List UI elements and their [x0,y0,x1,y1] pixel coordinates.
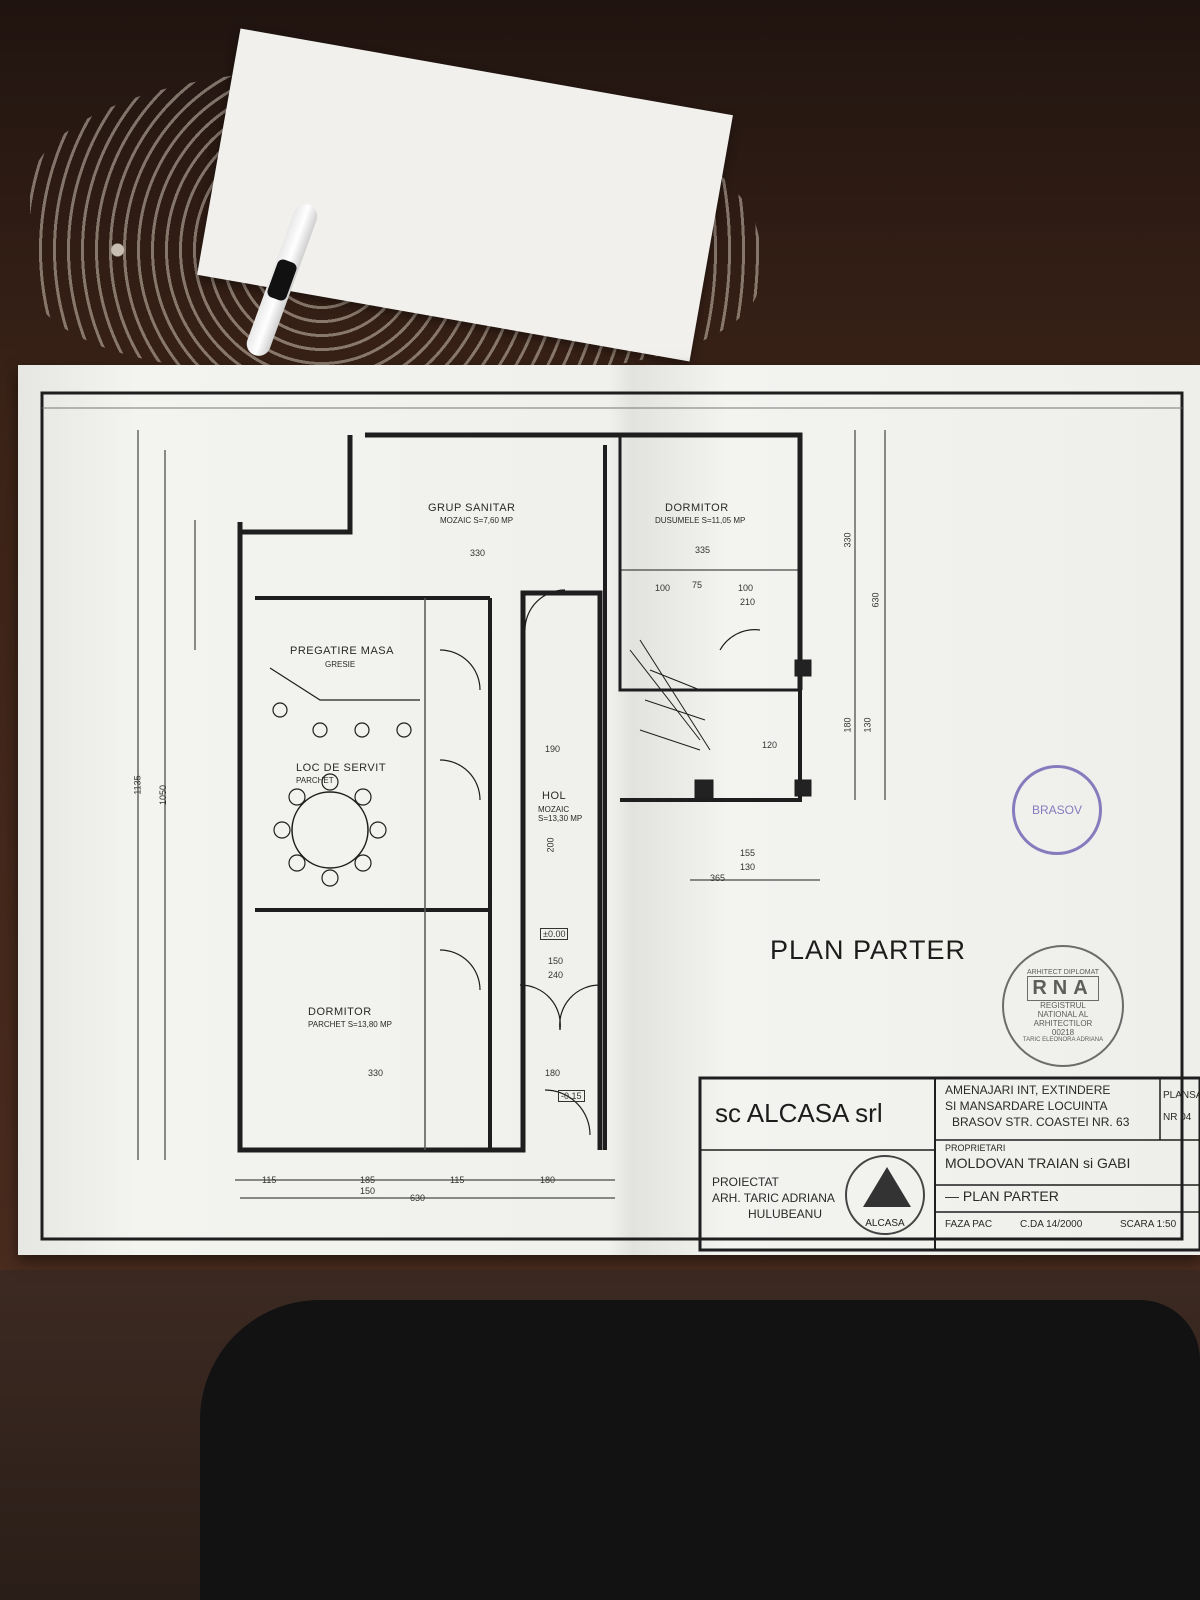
proiectat-label: PROIECTAT [712,1175,779,1189]
dim-dorm-bottom-width: 330 [368,1068,384,1078]
room-label-loc-servit: LOC DE SERVIT [296,762,387,774]
rna-architect-stamp: ARHITECT DIPLOMAT RNA REGISTRUL NATIONAL… [1002,945,1124,1067]
wall-sanitar [240,435,353,535]
dim-corridor: 190 [545,744,561,754]
proprietari-names: MOLDOVAN TRAIAN si GABI [945,1155,1131,1171]
round-seal-stamp: BRASOV [1012,765,1102,855]
room-finish-grup-sanitar: MOZAIC S=7,60 MP [440,516,514,525]
dim-120: 120 [762,740,778,750]
dim-hol-bottom-3: 180 [545,1068,561,1078]
dim-bottom-1: 115 [262,1175,277,1185]
dim-right-height-2: 330 [842,532,853,548]
sheet-border [40,391,1184,1241]
project-line-1: AMENAJARI INT, EXTINDERE [945,1083,1111,1097]
dim-right-height-1: 630 [870,592,881,608]
dim-total-height-2: 1050 [158,784,169,806]
dim-stair-1: 155 [740,848,756,858]
dim-hol-bottom-1: 150 [548,956,564,966]
door-arc [439,949,481,991]
alcasa-logo-icon: ALCASA [845,1155,925,1235]
door-arc [544,1089,591,1136]
stair-symbol [629,639,812,799]
wall-dormitor [618,435,800,692]
room-finish-dormitor-bottom: PARCHET S=13,80 MP [308,1020,392,1029]
room-label-grup-sanitar: GRUP SANITAR [428,502,516,514]
dim-gs-width: 330 [470,548,486,558]
burner-icon [354,722,370,738]
room-label-dormitor-top: DORMITOR [665,502,729,514]
level-mark-1: ±0.00 [540,928,569,940]
room-finish-pregatire-masa: GRESIE [325,660,356,669]
dim-door-3: 100 [738,583,754,593]
door-arc [439,649,481,691]
door-arc [519,984,561,1031]
dim-door-2: 75 [692,580,703,590]
cda-number: C.DA 14/2000 [1020,1219,1083,1230]
chair-icons [273,773,387,887]
dim-door-4: 210 [740,597,756,607]
dim-bottom-2: 185 [360,1175,376,1185]
architect-name-1: ARH. TARIC ADRIANA [712,1191,835,1205]
dining-table-icon [291,791,369,869]
title-block-frame [698,1076,1200,1252]
dim-hol-bottom-2: 240 [548,970,564,980]
room-finish-dormitor-top: DUSUMELE S=11,05 MP [655,516,746,525]
dim-total-width: 630 [410,1193,426,1203]
drawing-title: PLAN PARTER [770,935,967,965]
dim-stair-2: 130 [740,862,756,872]
project-line-3: BRASOV STR. COASTEI NR. 63 [952,1115,1130,1129]
architect-name-2: HULUBEANU [748,1207,823,1221]
project-line-2: SI MANSARDARE LOCUINTA [945,1099,1108,1113]
dim-door-1: 100 [655,583,671,593]
room-label-dormitor-bottom: DORMITOR [308,1006,372,1018]
drawing-name: — PLAN PARTER [945,1188,1059,1204]
door-arc [524,589,566,631]
door-arc [559,984,601,1031]
plansa-number: NR 04 [1163,1112,1192,1123]
door-arc [719,629,761,651]
plansa-label: PLANSA [1163,1090,1200,1101]
dim-bottom-5: 150 [360,1186,376,1196]
dim-hol-height: 200 [545,837,556,853]
room-finish-hol: MOZAIC S=13,30 MP [538,805,583,823]
kitchen-counter [269,667,420,701]
scale: SCARA 1:50 [1120,1219,1177,1230]
dim-total-height-1: 1135 [132,775,143,795]
wall-top [365,432,803,690]
blueprint-sheet [18,365,1200,1255]
wall-stair [620,690,802,802]
proprietari-label: PROPRIETARI [945,1143,1006,1153]
burner-icon [396,722,412,738]
dim-bottom-3: 115 [450,1175,465,1185]
dim-stair-3: 365 [710,873,726,883]
room-label-pregatire-masa: PREGATIRE MASA [290,645,394,657]
dim-130: 130 [862,717,873,733]
burner-icon [272,702,288,718]
dim-180: 180 [842,717,853,733]
level-mark-2: -0.15 [558,1090,585,1102]
room-finish-loc-servit: PARCHET [296,776,334,785]
faza: FAZA PAC [945,1219,993,1230]
dim-bottom-4: 180 [540,1175,556,1185]
company-name: sc ALCASA srl [715,1098,883,1128]
door-arc [439,759,481,801]
dark-fabric [200,1300,1200,1600]
dim-dorm-width: 335 [695,545,711,555]
outer-wall-left [237,522,603,1153]
burner-icon [312,722,328,738]
room-label-hol: HOL [542,790,567,802]
